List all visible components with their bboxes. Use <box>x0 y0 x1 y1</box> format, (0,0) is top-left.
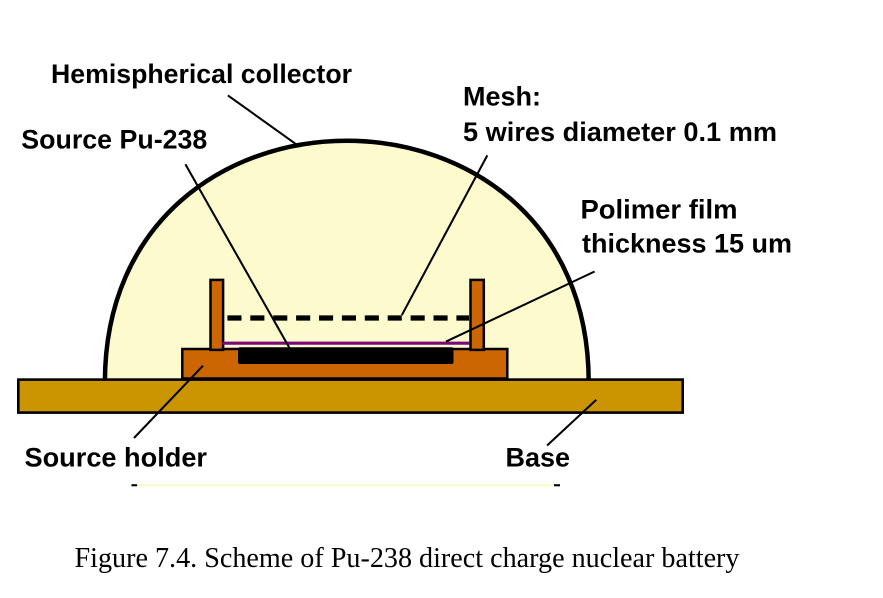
svg-text:5 wires diameter 0.1 mm: 5 wires diameter 0.1 mm <box>463 117 777 147</box>
svg-text:Figure 7.4. Scheme of Pu-238 d: Figure 7.4. Scheme of Pu-238 direct char… <box>75 543 740 574</box>
svg-text:Hemispherical collector: Hemispherical collector <box>51 59 352 89</box>
svg-text:Mesh:: Mesh: <box>463 82 541 112</box>
svg-text:thickness 15 um: thickness 15 um <box>582 229 792 259</box>
svg-text:Source holder: Source holder <box>25 443 208 473</box>
svg-text:Base: Base <box>506 443 571 473</box>
svg-text:Source Pu-238: Source Pu-238 <box>21 124 207 154</box>
svg-text:Polimer film: Polimer film <box>581 195 738 225</box>
